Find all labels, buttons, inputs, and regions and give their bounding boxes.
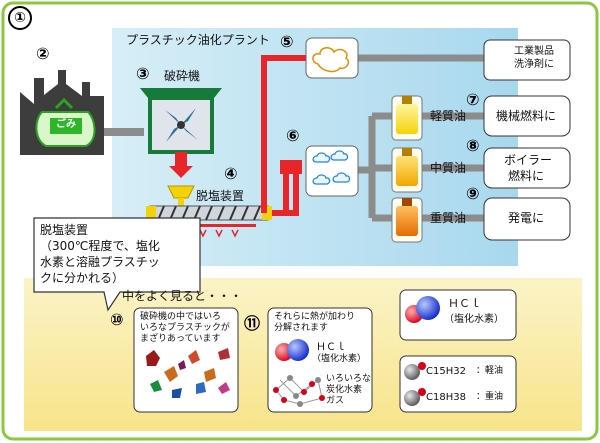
heavy-oil-label: 重質油 — [430, 211, 467, 225]
marker-7: ⑦ — [466, 90, 480, 109]
heavy-oil-tank — [391, 197, 423, 243]
arrow-down-icon — [169, 152, 193, 178]
callout-line3: 水素と溶融プラスチッ — [40, 255, 160, 269]
boiler-fuel-box — [483, 147, 571, 189]
c15-label: ：軽油 — [476, 366, 504, 376]
panel10-line1: 破砕機の中ではいろ — [140, 312, 222, 322]
marker-11: ⑪ — [244, 314, 261, 333]
hcl-blue-atom — [416, 296, 440, 320]
panel11-gas-line3: ガス — [326, 396, 345, 406]
callout-line1: 脱塩装置 — [40, 223, 89, 237]
marker-4: ④ — [224, 164, 238, 183]
plant-title: プラスチック油化プラント — [126, 33, 270, 47]
light-oil-tank — [391, 95, 423, 141]
hydrogen-atom — [287, 339, 309, 361]
callout-bubble — [33, 217, 201, 312]
crusher-icon — [140, 88, 222, 154]
feed-pipe — [104, 128, 144, 136]
power-box — [483, 197, 571, 241]
gas-atoms — [273, 375, 325, 407]
machine-fuel-label: 機械燃料に — [496, 109, 557, 123]
panel11-gas-line2: 炭化水素 — [326, 385, 363, 395]
power-label: 発電に — [508, 211, 545, 225]
gomi-label: ごみ — [56, 119, 76, 130]
zoom-caption: 中をよく見ると・・・ — [122, 289, 243, 303]
dechlorinator-label: 脱塩装置 — [196, 189, 245, 203]
panel11-gas-line1: いろいろな — [326, 374, 372, 384]
marker-10: ⑩ — [110, 310, 124, 329]
light-oil-label: 軽質油 — [430, 109, 467, 123]
figure-number: ① — [8, 6, 32, 30]
marker-6: ⑥ — [286, 126, 300, 145]
vapor-cloud-icons — [312, 150, 351, 185]
medium-oil-tank — [391, 147, 423, 193]
panel11-line1: それらに熱が加わり — [274, 312, 356, 322]
marker-8: ⑧ — [466, 136, 480, 155]
c15-molecule-icon — [404, 364, 420, 380]
marker-3: ③ — [136, 64, 150, 83]
cloud-icon — [312, 47, 350, 73]
hcl-formula: ＨＣｌ — [448, 297, 481, 310]
plastic-fragments-icon — [146, 348, 230, 398]
hcl-name: （塩化水素） — [444, 314, 504, 325]
crusher-label: 破砕機 — [164, 69, 201, 83]
callout-line2: （300℃程度で、塩化 — [40, 239, 160, 253]
c18-label: ：重油 — [476, 392, 504, 402]
c18-formula: C18H38 — [426, 392, 466, 403]
callout-line4: クに分かれる） — [40, 271, 125, 285]
product-box — [483, 39, 571, 81]
panel11-hcl-name: （塩化水素） — [312, 354, 367, 364]
panel10-line3: まざりあっています — [140, 334, 221, 344]
gas-box-middle — [305, 145, 359, 197]
oil-molecule-box — [399, 355, 517, 413]
medium-oil-label: 中質油 — [430, 161, 467, 175]
c18-molecule-icon — [404, 390, 420, 406]
panel10-line2: いろなプラスチックが — [140, 323, 230, 333]
machine-fuel-box — [483, 95, 571, 137]
marker-9: ⑨ — [466, 184, 480, 203]
panel-11 — [267, 307, 373, 413]
c15-formula: C15H32 — [426, 366, 466, 377]
panel11-hcl: ＨＣｌ — [316, 342, 346, 353]
panel11-line2: 分解されます — [274, 323, 329, 333]
red-pipes — [261, 55, 306, 216]
marker-2: ② — [36, 44, 50, 63]
pipe-junction — [280, 160, 302, 174]
gray-pipes — [358, 54, 484, 222]
marker-5: ⑤ — [280, 32, 294, 51]
industrial-product-line2: 洗浄剤に — [514, 59, 554, 70]
boiler-fuel-line1: ボイラー — [504, 153, 553, 167]
industrial-product-line1: 工業製品 — [514, 46, 554, 57]
boiler-fuel-line2: 燃料に — [508, 169, 545, 183]
garbage-bag-icon — [35, 97, 96, 147]
